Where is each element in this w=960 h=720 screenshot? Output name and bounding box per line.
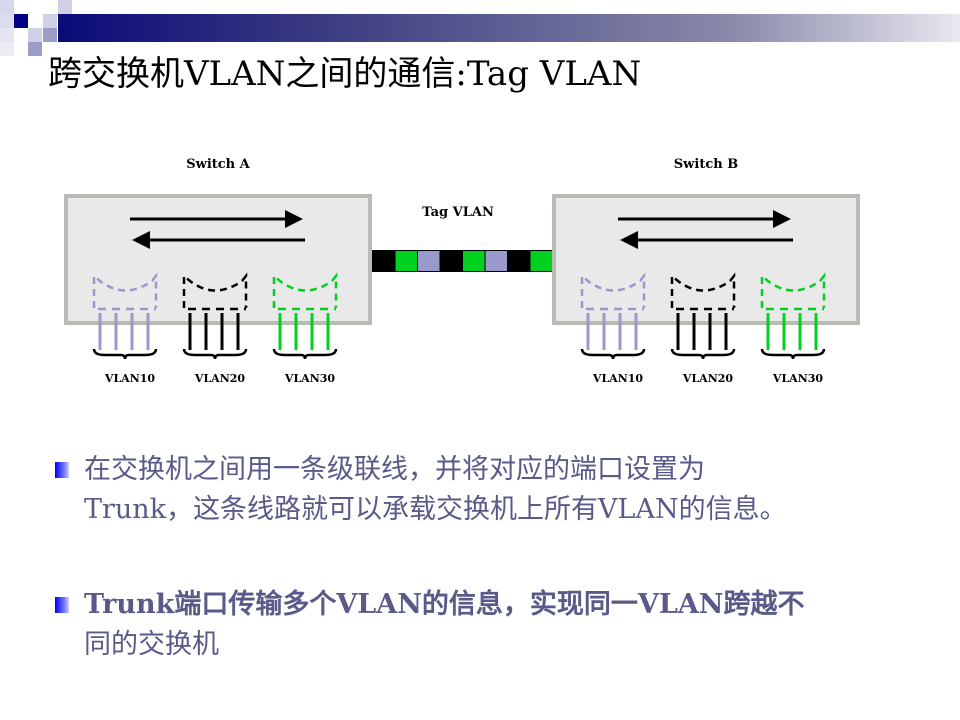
port-group-vlan10: VLAN10 [92,272,158,385]
port-group-vlan30: VLAN30 [272,272,338,385]
bullet-icon [55,597,69,613]
decor-square [0,28,14,42]
vlan-label: VLAN30 [772,372,824,385]
curly-brace [272,348,338,360]
trunk-frame-vlan20 [373,251,395,271]
vlan-bracket [92,272,158,308]
decor-square [58,0,72,14]
bullet-icon [55,462,69,478]
decor-square [28,42,42,56]
switch-box [64,194,372,325]
bullet-1-line-2: Trunk，这条线路就可以承载交换机上所有VLAN的信息。 [84,494,787,525]
port-group-vlan20: VLAN20 [670,272,736,385]
decor-square [28,28,42,42]
decor-square [0,42,14,56]
trunk-frame-vlan30 [530,251,552,271]
switch-name: Switch B [674,157,738,172]
switch-b: Switch B VLAN10 VLAN20 VLAN30 [552,157,860,385]
switch-a: Switch A VLAN10 VLAN20 VLAN30 [64,157,372,385]
bullet-2-line-1: Trunk端口传输多个VLAN的信息，实现同一VLAN跨越不 [84,589,805,620]
vlan-label: VLAN20 [194,372,246,385]
vlan-label: VLAN30 [284,372,336,385]
trunk-label: Tag VLAN [422,205,494,220]
vlan-bracket [182,272,248,308]
port-group-vlan10: VLAN10 [580,272,646,385]
trunk-frame-vlan10 [418,251,440,271]
trunk-frame-vlan30 [395,251,417,271]
vlan-label: VLAN10 [592,372,644,385]
vlan-label: VLAN10 [104,372,156,385]
bullet-text-2: Trunk端口传输多个VLAN的信息，实现同一VLAN跨越不 同的交换机 [84,585,934,665]
bullet-1-line-1: 在交换机之间用一条级联线，并将对应的端口设置为 [84,454,705,485]
trunk-frame-vlan20 [508,251,530,271]
decor-square [0,0,14,14]
vlan-bracket [580,272,646,308]
header-gradient-bar [58,14,960,42]
curly-brace [92,348,158,360]
trunk-frame-vlan30 [463,251,485,271]
bullet-text-1: 在交换机之间用一条级联线，并将对应的端口设置为 Trunk，这条线路就可以承载交… [84,450,934,530]
trunk-frame-vlan10 [485,251,507,271]
port-group-vlan30: VLAN30 [760,272,826,385]
decor-square [43,14,57,28]
trunk-frame-vlan20 [440,251,462,271]
switch-name: Switch A [186,157,250,172]
curly-brace [580,348,646,360]
vlan-bracket [760,272,826,308]
bullet-2-line-2: 同的交换机 [84,629,219,660]
port-group-vlan20: VLAN20 [182,272,248,385]
decor-square [0,14,14,28]
curly-brace [670,348,736,360]
decor-square [14,14,28,28]
vlan-label: VLAN20 [682,372,734,385]
decor-square [43,28,57,42]
slide-title: 跨交换机VLAN之间的通信:Tag VLAN [48,54,642,94]
vlan-bracket [670,272,736,308]
switch-box [552,194,860,325]
curly-brace [760,348,826,360]
curly-brace [182,348,248,360]
vlan-bracket [272,272,338,308]
